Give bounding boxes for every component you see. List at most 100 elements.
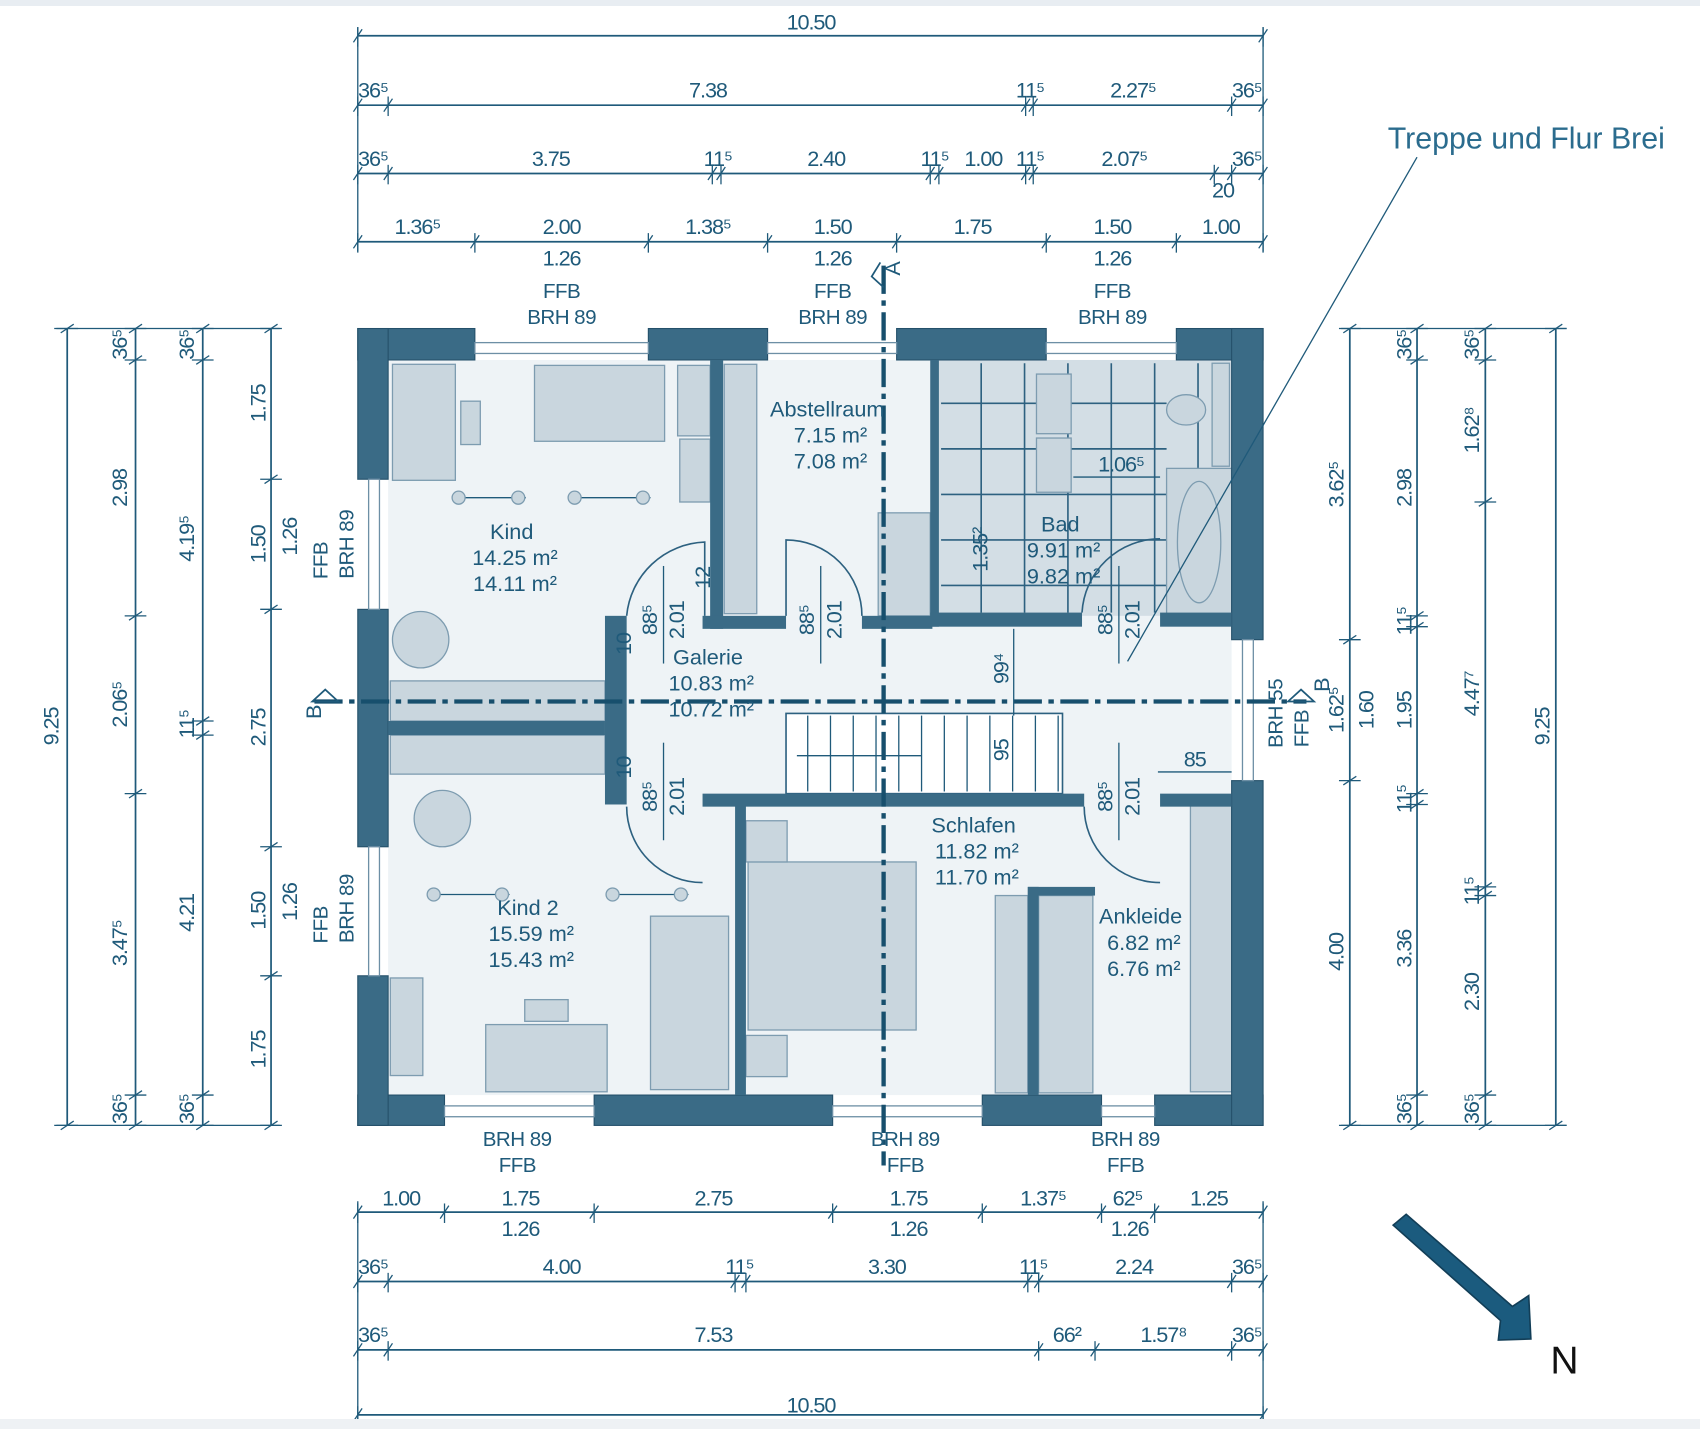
dimension-tick [1478, 497, 1493, 507]
dimension-tick [1226, 166, 1237, 181]
annotation-note: Treppe und Flur Brei [1388, 123, 1665, 156]
interior-wall [735, 804, 746, 1096]
dimension-label: 36⁵ [1392, 330, 1417, 360]
interior-wall [1160, 612, 1232, 627]
section-label-b: B [1309, 678, 1334, 692]
exterior-wall [357, 608, 389, 848]
dimension-label: 36⁵ [358, 146, 388, 171]
door-swing [625, 806, 703, 884]
window [1241, 639, 1254, 782]
plant [391, 610, 450, 669]
door-swing [785, 539, 863, 616]
interior-wall [1027, 886, 1039, 1096]
dimension-tick [128, 788, 143, 799]
washbasin [1035, 437, 1072, 493]
furniture [389, 362, 1233, 1094]
desk [391, 363, 457, 481]
room-area: 6.76 m² [1107, 956, 1180, 981]
dimension-label: 10.50 [787, 9, 837, 34]
dimension-label: 1.50 [1093, 214, 1132, 239]
dimension-label: 1.95 [1392, 690, 1417, 729]
dimension-label: 1.50 [814, 214, 853, 239]
doors [625, 538, 1161, 884]
dimension-tick [128, 355, 143, 365]
dimension-label: 11⁵ [1019, 1254, 1047, 1279]
window-label: FFB [814, 280, 851, 303]
dimension-label: 2.07⁵ [1101, 146, 1147, 171]
dimension-tick [1258, 166, 1268, 181]
dimension-tick [1041, 234, 1052, 249]
dimension-label: 2.40 [807, 146, 846, 171]
window [1100, 1105, 1156, 1118]
dimension-label: 1.57⁸ [1140, 1322, 1186, 1347]
dimension-tick [195, 323, 210, 334]
dimension-label: 11⁵ [1392, 785, 1417, 813]
rail-knob [511, 490, 526, 505]
dimension-tick [1410, 1090, 1424, 1100]
dimension-label: 62⁵ [1113, 1186, 1143, 1211]
dimension-tick [352, 166, 363, 181]
bed [649, 915, 730, 1091]
dimension-tick [195, 355, 210, 365]
dimension-label: 36⁵ [107, 1094, 132, 1124]
window [474, 341, 649, 355]
dimension-tick [195, 730, 210, 740]
room-area: 7.08 m² [794, 448, 867, 473]
room-name: Schlafen [931, 813, 1015, 838]
dimension-label: 11⁵ [174, 710, 199, 738]
dimension-tick [264, 604, 278, 615]
walls [357, 327, 1264, 1126]
dimension-tick [925, 166, 936, 181]
dimension-label: 4.00 [1323, 932, 1348, 971]
door-width-label: 88⁵ [637, 782, 662, 812]
dimension-label: 10 [611, 632, 636, 655]
dimension-tick [1548, 323, 1563, 334]
dimension-label: 36⁵ [358, 1254, 388, 1279]
door-width-label: 88⁵ [1092, 782, 1117, 812]
dimension-tick [383, 98, 394, 113]
dimension-label: 4.00 [543, 1254, 582, 1279]
dimension-tick [1258, 98, 1268, 113]
dimension-label: 2.00 [543, 214, 582, 239]
dimension-tick [264, 841, 278, 852]
rail-knob [451, 490, 466, 505]
window [766, 341, 898, 355]
wardrobe [723, 363, 758, 615]
dimension-label: 3.75 [532, 146, 571, 171]
dimension-tick [1478, 890, 1493, 901]
dimension-tick [264, 474, 278, 485]
dimension-label: 1.50 [246, 524, 271, 563]
door-width-label: 88⁵ [794, 605, 819, 635]
dimension-tick [352, 1205, 363, 1220]
dimension-label: 99⁴ [988, 653, 1013, 684]
exterior-wall [981, 1094, 1103, 1126]
dimension-label: 36⁵ [1232, 78, 1262, 103]
window-label: BRH 89 [527, 306, 596, 329]
window-label: BRH 89 [1078, 306, 1147, 329]
dimension-label: 36⁵ [358, 78, 388, 103]
bathtub-basin [1176, 480, 1222, 604]
dimension-label: 1.50 [246, 891, 271, 930]
dimension-label: 2.30 [1459, 972, 1484, 1011]
dimension-label: 1.26 [1111, 1216, 1150, 1241]
door-width-label: 88⁵ [1092, 605, 1117, 635]
bottom-edge-bar [0, 1419, 1700, 1429]
window-label: BRH 89 [871, 1128, 940, 1151]
dimension-label: 1.26 [501, 1216, 540, 1241]
dimension-label: 1.38⁵ [685, 214, 731, 239]
window [1045, 341, 1177, 355]
dimension-label: 1.60 [1354, 690, 1379, 729]
room-area: 9.82 m² [1027, 563, 1100, 588]
interior-wall [1160, 793, 1232, 807]
dimension-label: 1.00 [1202, 214, 1241, 239]
dimension-label: 2.24 [1115, 1254, 1154, 1279]
dimension-tick [1342, 775, 1357, 786]
dimension-tick [128, 323, 143, 334]
window-label: FFB [1107, 1154, 1144, 1177]
toilet-cistern [1211, 362, 1231, 467]
dimension-label: 1.37⁵ [1020, 1186, 1066, 1211]
dimension-label: 2.98 [107, 468, 132, 507]
dimension-tick [1342, 323, 1357, 334]
dimension-tick [741, 1274, 751, 1289]
